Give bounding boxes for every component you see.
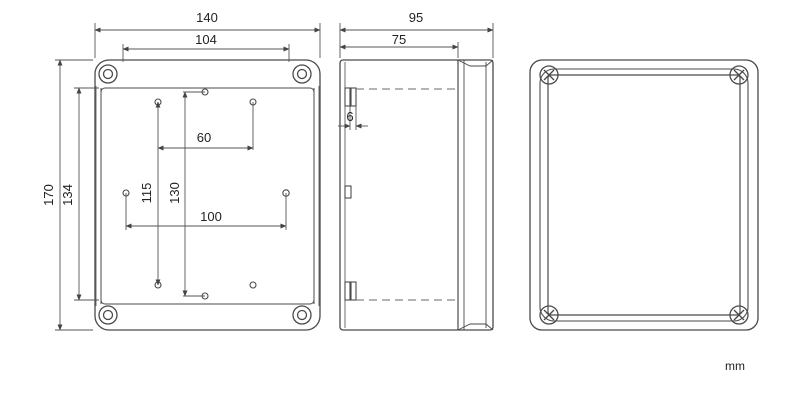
front-dimensions xyxy=(55,23,321,331)
corner-screw-top-right xyxy=(292,64,312,84)
dim-hole-spacing-y-small: 115 xyxy=(139,183,154,204)
dim-depth-overall: 95 xyxy=(409,10,423,25)
side-dimensions xyxy=(338,23,494,130)
dim-hole-spacing-y-large: 130 xyxy=(167,182,182,204)
front-view xyxy=(94,59,321,331)
lid-screw-top-left xyxy=(539,65,559,85)
dim-depth-body: 75 xyxy=(392,32,406,47)
unit-label: mm xyxy=(725,359,745,373)
dim-hole-spacing-x-large: 100 xyxy=(200,209,222,224)
lid-inner-outline xyxy=(539,68,749,322)
mounting-hole xyxy=(249,281,257,289)
lid-screw-bottom-left xyxy=(539,305,559,325)
side-outer-outline xyxy=(339,59,494,331)
lid-panel xyxy=(547,74,741,316)
dim-width-inner: 104 xyxy=(195,32,217,47)
lid-screw-top-right xyxy=(729,65,749,85)
lid-screw-bottom-right xyxy=(729,305,749,325)
side-view xyxy=(339,59,494,331)
dim-width-overall: 140 xyxy=(196,10,218,25)
corner-screw-bottom-left xyxy=(98,305,118,325)
dim-wall-thickness: 6 xyxy=(346,109,353,124)
dim-height-inner: 134 xyxy=(60,184,75,206)
dim-hole-spacing-x-small: 60 xyxy=(197,130,211,145)
lid-view xyxy=(529,59,759,331)
corner-screw-bottom-right xyxy=(292,305,312,325)
side-ribs xyxy=(344,87,357,301)
front-outer-outline xyxy=(94,59,321,331)
corner-screw-top-left xyxy=(98,64,118,84)
lid-outer-outline xyxy=(529,59,759,331)
front-inner-outline xyxy=(100,87,315,305)
dim-height-overall: 170 xyxy=(41,184,56,206)
